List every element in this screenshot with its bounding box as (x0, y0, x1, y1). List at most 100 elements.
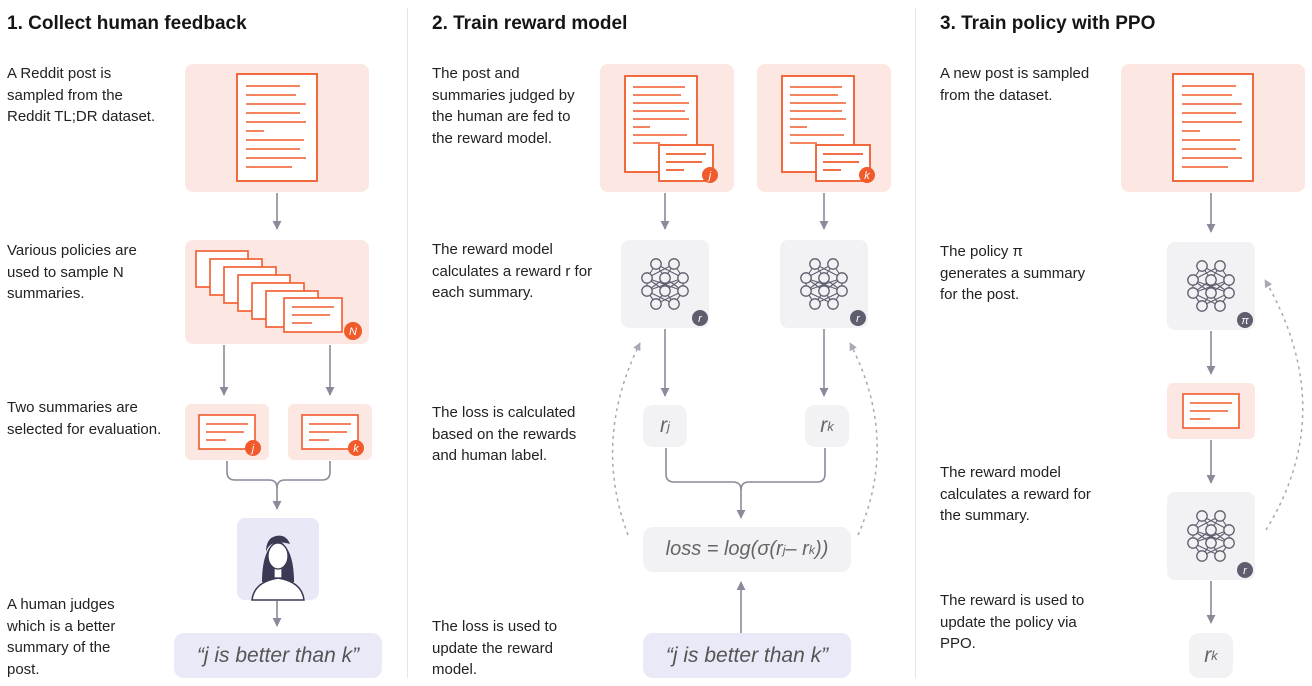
neural-net-edge (805, 277, 843, 292)
step-description: Various policies are used to sample N su… (7, 242, 137, 303)
neural-net-node (1223, 274, 1235, 286)
summary-stack-icon (195, 250, 343, 333)
section-divider (915, 8, 916, 678)
badge-icon (1237, 562, 1253, 578)
badge-label-j: j (250, 443, 255, 455)
neural-net-node (1223, 524, 1235, 536)
merge-connector (226, 461, 331, 489)
neural-net-node (1205, 274, 1217, 286)
neural-net-edge (646, 277, 684, 292)
step-description: The loss is used to update the reward mo… (432, 618, 558, 679)
neural-net-icon (1187, 260, 1235, 312)
loss-formula-part: loss = log(σ(r (665, 538, 783, 560)
neural-net-node (659, 285, 671, 297)
neural-net-node (677, 285, 689, 297)
neural-net-node (1214, 510, 1226, 522)
neural-net-node (836, 285, 848, 297)
neural-net-node (1187, 287, 1199, 299)
step-description: The policy π generates a summary for the… (940, 243, 1086, 304)
summary-icon (301, 414, 359, 450)
neural-net-node (827, 298, 839, 310)
reward-rk-label: r (820, 414, 828, 437)
badge-icon (344, 322, 362, 340)
person-icon (251, 535, 305, 601)
neural-net-node (827, 258, 839, 270)
section-title-collect-feedback: 1. Collect human feedback (7, 13, 247, 34)
section-divider (407, 8, 408, 678)
neural-net-node (800, 285, 812, 297)
loss-formula-subscript: k (808, 542, 816, 557)
human-label-quote: “j is better than k” (643, 633, 851, 678)
neural-net-node (818, 272, 830, 284)
update-arc-left (611, 342, 641, 536)
neural-net-icon (800, 258, 848, 310)
reward-rk-subscript: k (827, 418, 834, 434)
neural-net-node (668, 298, 680, 310)
ppo-update-arc (1264, 279, 1304, 531)
neural-net-node (1196, 260, 1208, 272)
neural-net-node (800, 272, 812, 284)
merge-connector (665, 448, 826, 491)
step-description: The reward model calculates a reward r f… (432, 241, 593, 302)
neural-net-node (1196, 550, 1208, 562)
step-description: The post and summaries judged by the hum… (432, 65, 575, 148)
neural-net-node (1205, 287, 1217, 299)
loss-formula-part: )) (815, 538, 829, 560)
badge-icon (692, 310, 708, 326)
badge-icon (859, 167, 875, 183)
neural-net-node (1187, 537, 1199, 549)
neural-net-node (818, 285, 830, 297)
neural-net-node (1223, 287, 1235, 299)
section-title-train-reward-model: 2. Train reward model (432, 13, 628, 34)
summary-icon (1182, 393, 1240, 429)
reward-rj-label: r (660, 414, 668, 437)
badge-icon (702, 167, 718, 183)
human-judgment-quote: “j is better than k” (174, 633, 382, 678)
badge-label-k: k (864, 170, 870, 182)
neural-net-icon (641, 258, 689, 310)
neural-net-node (659, 272, 671, 284)
neural-net-node (1205, 537, 1217, 549)
neural-net-node (1187, 524, 1199, 536)
neural-net-node (1196, 300, 1208, 312)
neural-net-node (1214, 550, 1226, 562)
neural-net-node (1214, 260, 1226, 272)
badge-label-j: j (707, 170, 712, 182)
summary-icon (198, 414, 256, 450)
section-title-train-policy: 3. Train policy with PPO (940, 13, 1156, 34)
step-description: The loss is calculated based on the rewa… (432, 404, 577, 465)
badge-label-r: r (1243, 565, 1248, 577)
update-arc-right (849, 342, 878, 536)
reward-rj-subscript: j (667, 418, 670, 434)
neural-net-node (809, 298, 821, 310)
neural-net-node (641, 272, 653, 284)
final-reward-label: r (1204, 643, 1212, 667)
step-description: A new post is sampled from the dataset. (940, 65, 1090, 104)
document-icon (781, 75, 871, 182)
neural-net-node (1223, 537, 1235, 549)
final-reward-subscript: k (1211, 648, 1218, 663)
badge-icon (245, 440, 261, 456)
badge-icon (1237, 312, 1253, 328)
neural-net-node (836, 272, 848, 284)
document-icon (236, 73, 318, 182)
neural-net-node (1187, 274, 1199, 286)
neural-net-node (1196, 510, 1208, 522)
loss-formula-part: – r (785, 538, 809, 560)
badge-icon (850, 310, 866, 326)
neural-net-icon (1187, 510, 1235, 562)
step-description: A human judges which is a better summary… (7, 596, 116, 679)
neural-net-node (668, 258, 680, 270)
neural-net-node (809, 258, 821, 270)
step-description: A Reddit post is sampled from the Reddit… (7, 65, 156, 126)
step-description: The reward model calculates a reward for… (940, 464, 1091, 525)
badge-label-r: r (856, 313, 861, 325)
neural-net-node (641, 285, 653, 297)
badge-label-pi: π (1241, 315, 1249, 327)
neural-net-edge (1192, 279, 1230, 294)
neural-net-edge (1192, 529, 1230, 544)
